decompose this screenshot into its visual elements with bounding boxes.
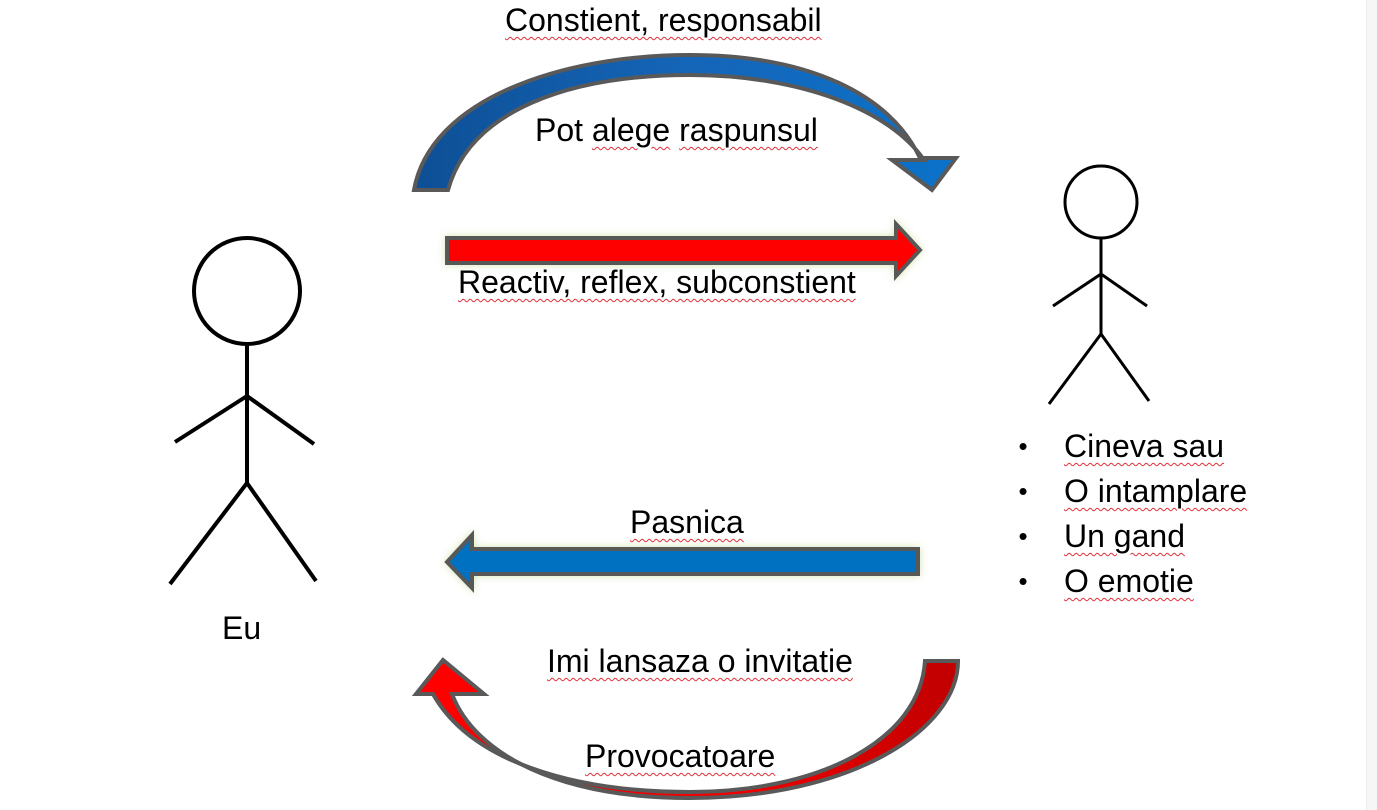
left-stick-figure (168, 236, 318, 586)
top-curved-arrow (411, 52, 960, 193)
right-figure-right-leg (1099, 333, 1151, 402)
bullet-text: Cineva sau (1064, 428, 1225, 464)
top-arc-inner-label-text: Pot alege raspunsul (535, 112, 818, 148)
left-figure-label: Eu (222, 610, 262, 646)
top-arc-inner-word: alege (591, 112, 671, 148)
right-figure-bullet-list: • Cineva sau • O intamplare • Un gand • O em… (1016, 424, 1247, 604)
bottom-arc-inner-label: Provocatoare (585, 738, 776, 774)
bullet-icon: • (1018, 521, 1028, 551)
bullet-text: O emotie (1064, 563, 1194, 599)
bullet-item: • O intamplare (1016, 469, 1247, 514)
bullet-item: • Un gand (1016, 514, 1247, 559)
left-figure-head (192, 236, 302, 346)
top-arc-inner-word: raspunsul (679, 112, 818, 148)
top-arc-inner-word: Pot (535, 112, 584, 148)
left-figure-right-arm (245, 394, 316, 446)
left-figure-right-leg (245, 481, 318, 583)
blue-arrow-label: Pasnica (630, 504, 744, 540)
bullet-icon: • (1018, 476, 1028, 506)
left-figure-left-arm (173, 394, 249, 444)
bullet-icon: • (1018, 431, 1028, 461)
right-figure-left-leg (1047, 333, 1103, 405)
vertical-scrollbar[interactable] (1366, 0, 1377, 810)
right-stick-figure (1047, 164, 1151, 405)
bullet-text: Un gand (1064, 518, 1185, 554)
top-arc-inner-label: Pot alege raspunsul (535, 112, 818, 148)
bullet-icon: • (1018, 566, 1028, 596)
blue-straight-arrow (444, 529, 920, 593)
right-figure-head (1063, 164, 1139, 240)
red-straight-arrow (445, 218, 923, 282)
bullet-text: O intamplare (1064, 473, 1248, 509)
bullet-item: • O emotie (1016, 559, 1247, 604)
right-figure-left-arm (1052, 272, 1102, 308)
top-arc-label: Constient, responsabil (505, 2, 822, 38)
bottom-arc-label: Imi lansaza o invitatie (547, 643, 853, 679)
left-figure-left-leg (168, 481, 249, 586)
red-arrow-label: Reactiv, reflex, subconstient (458, 264, 856, 300)
bottom-curved-arrow (411, 657, 961, 801)
right-figure-right-arm (1100, 272, 1148, 308)
bullet-item: • Cineva sau (1016, 424, 1247, 469)
